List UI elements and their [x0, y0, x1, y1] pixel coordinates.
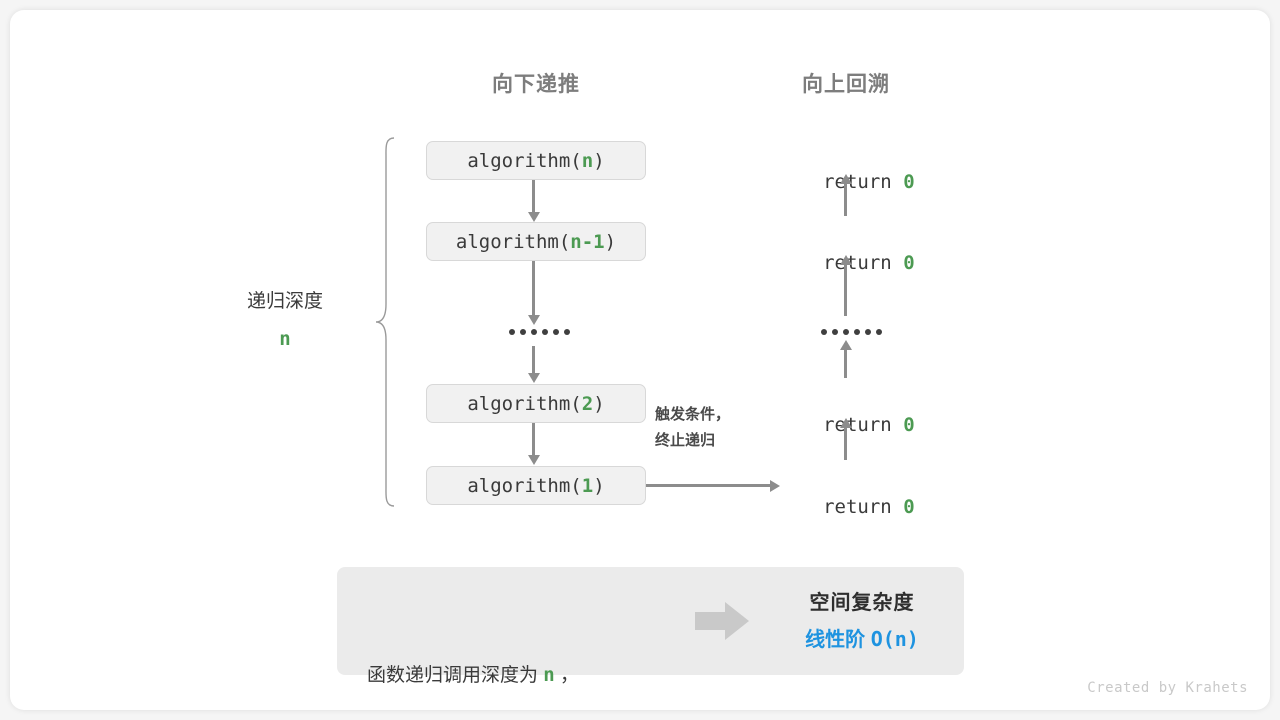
call-arg: 2 — [581, 392, 594, 415]
up-arrow — [839, 418, 852, 460]
call-prefix: algorithm( — [455, 230, 571, 253]
summary-result-order: 线性阶 O(n) — [805, 627, 919, 651]
return-keyword: return — [823, 496, 904, 518]
call-box[interactable]: algorithm(n) — [426, 141, 646, 180]
down-arrow — [527, 261, 540, 325]
base-case-line2: 终止递归 — [655, 432, 716, 449]
return-value: 0 — [903, 496, 915, 518]
call-arg: 1 — [581, 474, 594, 497]
return-statement: return 0 — [736, 474, 956, 540]
call-prefix: algorithm( — [467, 149, 582, 172]
call-arg: n — [581, 149, 594, 172]
return-value: 0 — [903, 171, 915, 193]
base-case-annotation: 触发条件， 终止递归 — [655, 402, 730, 454]
base-case-line1: 触发条件， — [655, 406, 731, 423]
column-header-recurse-down: 向下递推 — [492, 73, 580, 96]
up-arrow — [839, 340, 852, 378]
down-arrow — [527, 346, 540, 383]
return-keyword: return — [823, 414, 904, 436]
base-case-arrow — [646, 479, 780, 492]
return-value: 0 — [903, 252, 915, 274]
call-arg: n-1 — [570, 230, 605, 253]
call-suffix: ) — [593, 149, 605, 172]
return-value: 0 — [903, 414, 915, 436]
summary-panel: 函数递归调用深度为 n ， 共使用 O(n) 的栈帧空间 空间复杂度 线性阶 O… — [337, 567, 964, 686]
recursion-depth-brace — [375, 137, 395, 507]
call-suffix: ) — [593, 474, 605, 497]
return-keyword: return — [823, 171, 904, 193]
call-prefix: algorithm( — [467, 392, 582, 415]
ellipsis-dots-left — [509, 329, 570, 335]
call-suffix: ) — [593, 392, 605, 415]
up-arrow — [839, 255, 852, 316]
call-box[interactable]: algorithm(1) — [426, 466, 646, 505]
call-box[interactable]: algorithm(2) — [426, 384, 646, 423]
up-arrow — [839, 174, 852, 216]
return-keyword: return — [823, 252, 904, 274]
down-arrow — [527, 423, 540, 465]
call-box[interactable]: algorithm(n-1) — [426, 222, 646, 261]
credit-text: Created by Krahets — [1087, 680, 1248, 696]
column-header-backtrack-up: 向上回溯 — [802, 73, 890, 96]
ellipsis-dots-right — [821, 329, 882, 335]
down-arrow — [527, 180, 540, 222]
right-arrow-icon — [695, 602, 749, 640]
summary-description: 函数递归调用深度为 n ， 共使用 O(n) 的栈帧空间 — [367, 585, 579, 710]
summary-result: 空间复杂度 线性阶 O(n) — [767, 585, 957, 658]
summary-result-title: 空间复杂度 — [809, 592, 915, 614]
summary-line-1: 函数递归调用深度为 n ， — [367, 664, 580, 686]
call-prefix: algorithm( — [467, 474, 582, 497]
recursion-depth-value: n — [279, 328, 291, 350]
recursion-depth-label: 递归深度 — [246, 291, 323, 312]
call-suffix: ) — [604, 230, 617, 253]
diagram-card: 向下递推 向上回溯 递归深度 n algorithm(n) algorithm(… — [10, 10, 1270, 710]
